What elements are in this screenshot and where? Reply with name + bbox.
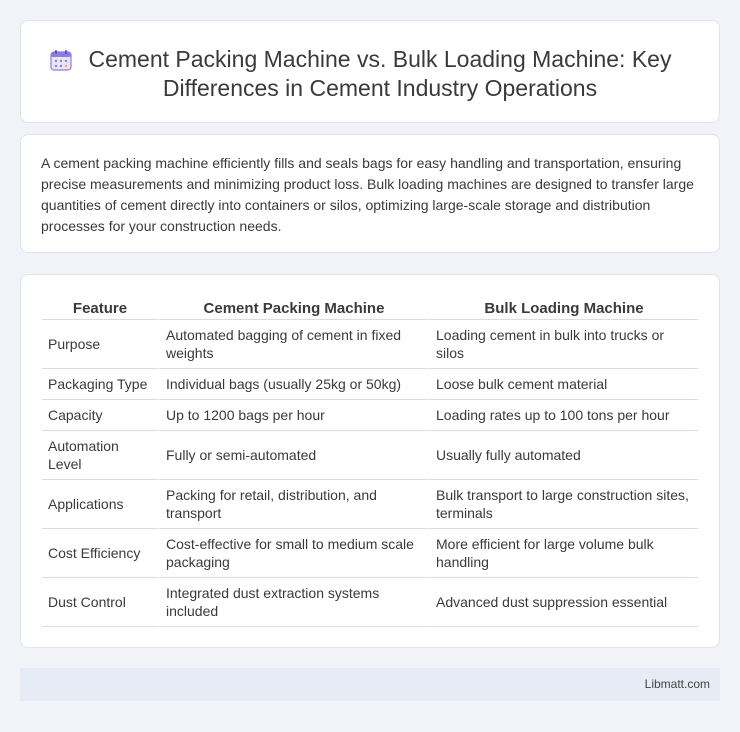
table-row: Capacity Up to 1200 bags per hour Loadin… — [42, 400, 698, 431]
row-cement-packing-value: Automated bagging of cement in fixed wei… — [158, 320, 428, 369]
row-feature: Cost Efficiency — [42, 529, 158, 578]
row-bulk-loading-value: Advanced dust suppression essential — [428, 578, 698, 627]
row-feature: Purpose — [42, 320, 158, 369]
table-row: Applications Packing for retail, distrib… — [42, 480, 698, 529]
table-row: Cost Efficiency Cost-effective for small… — [42, 529, 698, 578]
row-bulk-loading-value: Usually fully automated — [428, 431, 698, 480]
row-bulk-loading-value: More efficient for large volume bulk han… — [428, 529, 698, 578]
comparison-table: Feature Cement Packing Machine Bulk Load… — [42, 295, 698, 627]
calendar-icon — [50, 50, 72, 71]
row-bulk-loading-value: Bulk transport to large construction sit… — [428, 480, 698, 529]
table-row: Dust Control Integrated dust extraction … — [42, 578, 698, 627]
row-cement-packing-value: Up to 1200 bags per hour — [158, 400, 428, 431]
row-feature: Capacity — [42, 400, 158, 431]
row-cement-packing-value: Individual bags (usually 25kg or 50kg) — [158, 369, 428, 400]
row-bulk-loading-value: Loading cement in bulk into trucks or si… — [428, 320, 698, 369]
row-feature: Applications — [42, 480, 158, 529]
title-card: Cement Packing Machine vs. Bulk Loading … — [20, 20, 720, 123]
row-bulk-loading-value: Loose bulk cement material — [428, 369, 698, 400]
summary-paragraph: A cement packing machine efficiently fil… — [41, 155, 694, 234]
summary-card: A cement packing machine efficiently fil… — [20, 134, 720, 253]
row-feature: Automation Level — [42, 431, 158, 480]
footer-bar: Libmatt.com — [20, 668, 720, 701]
row-cement-packing-value: Packing for retail, distribution, and tr… — [158, 480, 428, 529]
footer-site-link[interactable]: Libmatt.com — [644, 677, 710, 691]
header-feature: Feature — [42, 295, 158, 320]
table-header-row: Feature Cement Packing Machine Bulk Load… — [42, 295, 698, 320]
row-feature: Dust Control — [42, 578, 158, 627]
row-cement-packing-value: Fully or semi-automated — [158, 431, 428, 480]
table-row: Packaging Type Individual bags (usually … — [42, 369, 698, 400]
row-feature: Packaging Type — [42, 369, 158, 400]
table-row: Automation Level Fully or semi-automated… — [42, 431, 698, 480]
comparison-card: Feature Cement Packing Machine Bulk Load… — [20, 274, 720, 648]
header-cement-packing-machine: Cement Packing Machine — [158, 295, 428, 320]
page-title: Cement Packing Machine vs. Bulk Loading … — [88, 46, 672, 101]
row-bulk-loading-value: Loading rates up to 100 tons per hour — [428, 400, 698, 431]
row-cement-packing-value: Integrated dust extraction systems inclu… — [158, 578, 428, 627]
row-cement-packing-value: Cost-effective for small to medium scale… — [158, 529, 428, 578]
table-row: Purpose Automated bagging of cement in f… — [42, 320, 698, 369]
header-bulk-loading-machine: Bulk Loading Machine — [428, 295, 698, 320]
